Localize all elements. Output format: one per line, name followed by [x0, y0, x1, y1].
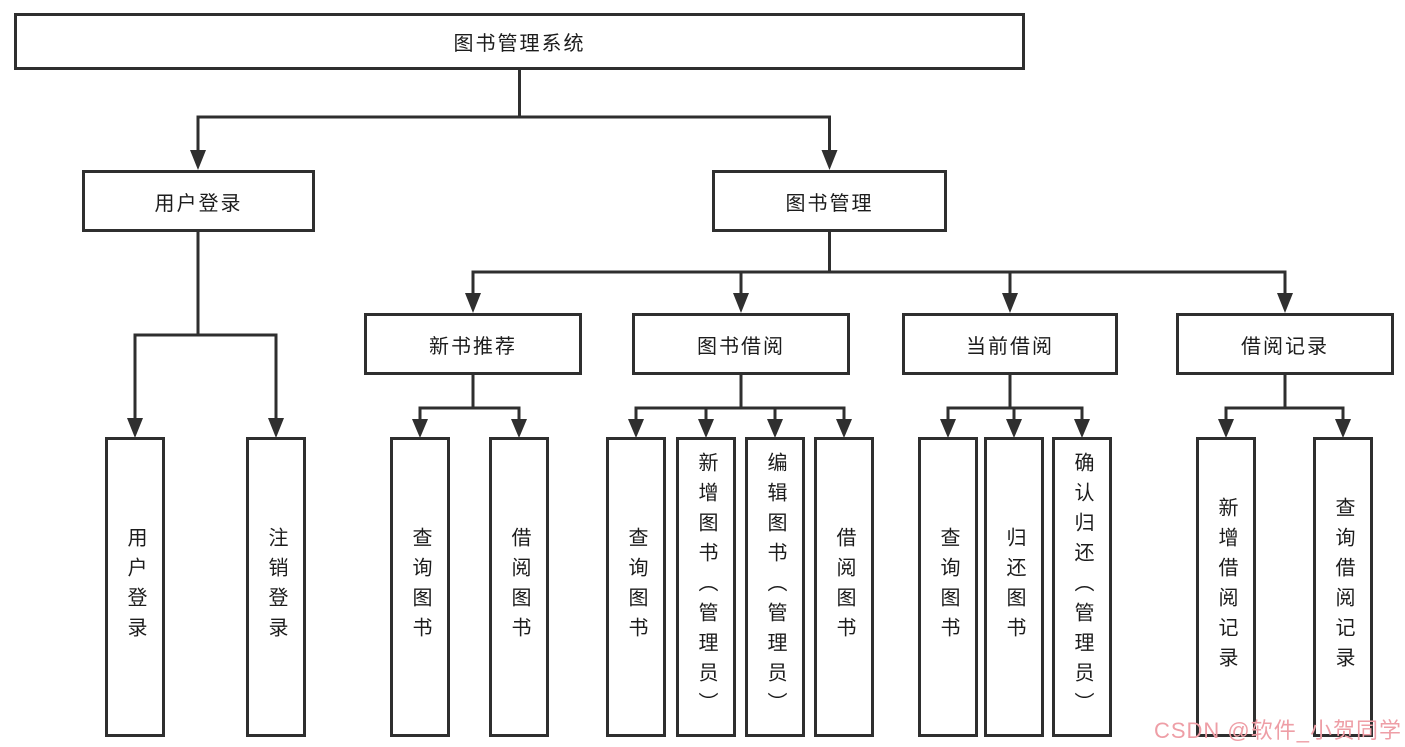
- leaf-return-books: 归还图书: [984, 437, 1044, 737]
- node-label: 用户登录: [154, 192, 243, 215]
- node-label: 借阅记录: [1241, 335, 1329, 358]
- node-label: 新增借阅记录: [1215, 497, 1237, 677]
- node-label: 借阅图书: [833, 527, 855, 647]
- node-label: 图书借阅: [697, 335, 785, 358]
- node-label: 查询借阅记录: [1332, 497, 1354, 677]
- leaf-add-borrow-record: 新增借阅记录: [1196, 437, 1256, 737]
- leaf-query-books-borrow: 查询图书: [606, 437, 666, 737]
- node-label: 用户登录: [124, 527, 146, 647]
- node-label: 查询图书: [937, 527, 959, 647]
- leaf-query-borrow-record: 查询借阅记录: [1313, 437, 1373, 737]
- node-current-borrow: 当前借阅: [902, 313, 1118, 375]
- leaf-borrow-books: 借阅图书: [814, 437, 874, 737]
- node-new-book-recommend: 新书推荐: [364, 313, 582, 375]
- node-label: 确认归还（管理员）: [1071, 452, 1093, 722]
- node-label: 图书管理: [785, 192, 874, 215]
- node-book-borrow: 图书借阅: [632, 313, 850, 375]
- node-label: 图书管理系统: [453, 33, 586, 55]
- node-label: 新增图书（管理员）: [695, 452, 717, 722]
- node-label: 编辑图书（管理员）: [764, 452, 786, 722]
- node-label: 注销登录: [265, 527, 287, 647]
- leaf-query-books-recommend: 查询图书: [390, 437, 450, 737]
- node-label: 当前借阅: [966, 335, 1054, 358]
- node-label: 借阅图书: [508, 527, 530, 647]
- node-label: 查询图书: [409, 527, 431, 647]
- csdn-watermark: CSDN @软件_小贺同学: [1153, 718, 1402, 743]
- node-label: 新书推荐: [429, 335, 517, 358]
- node-label: 查询图书: [625, 527, 647, 647]
- leaf-query-books-current: 查询图书: [918, 437, 978, 737]
- leaf-logout: 注销登录: [246, 437, 306, 737]
- node-user-login: 用户登录: [82, 170, 315, 232]
- node-library-management-system: 图书管理系统: [14, 13, 1025, 70]
- leaf-edit-books-admin: 编辑图书（管理员）: [745, 437, 805, 737]
- leaf-confirm-return-admin: 确认归还（管理员）: [1052, 437, 1112, 737]
- node-book-management: 图书管理: [712, 170, 947, 232]
- node-label: 归还图书: [1003, 527, 1025, 647]
- node-borrow-records: 借阅记录: [1176, 313, 1394, 375]
- leaf-user-login: 用户登录: [105, 437, 165, 737]
- leaf-borrow-books-recommend: 借阅图书: [489, 437, 549, 737]
- leaf-add-books-admin: 新增图书（管理员）: [676, 437, 736, 737]
